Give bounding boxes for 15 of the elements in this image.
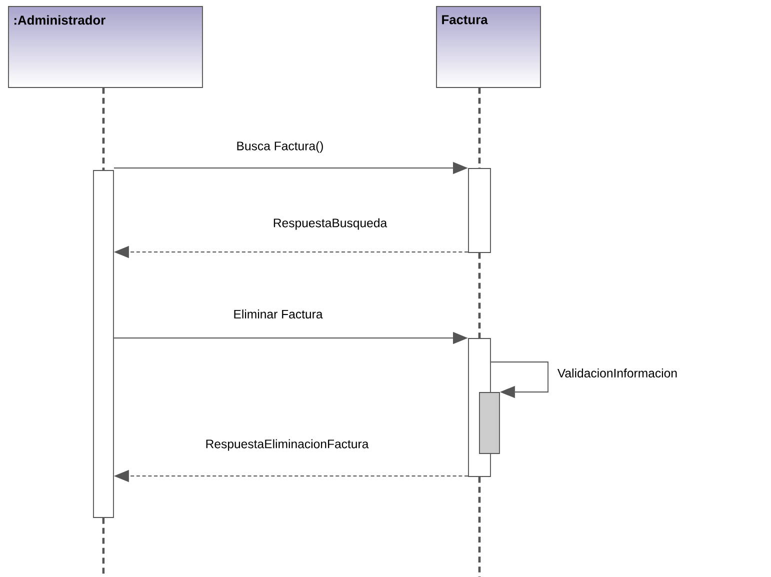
- activation-bar: [93, 170, 114, 518]
- activation-bar: [468, 168, 491, 253]
- lifeline: [478, 476, 481, 577]
- edge-label: RespuestaBusqueda: [272, 217, 388, 231]
- lifeline: [102, 88, 105, 170]
- lifeline-header: Factura: [436, 6, 541, 88]
- self-message-arrow: [490, 362, 548, 398]
- edge-label: Eliminar Factura: [232, 308, 324, 320]
- lifeline: [478, 88, 481, 168]
- edge-label: RespuestaEliminacionFactura: [204, 438, 370, 452]
- lifeline: [478, 252, 481, 338]
- lifeline-header: :Administrador: [8, 6, 203, 88]
- edge-label: Busca Factura(): [235, 140, 325, 154]
- edge-label: ValidacionInformacion: [556, 367, 679, 379]
- activation-bar: [479, 392, 500, 454]
